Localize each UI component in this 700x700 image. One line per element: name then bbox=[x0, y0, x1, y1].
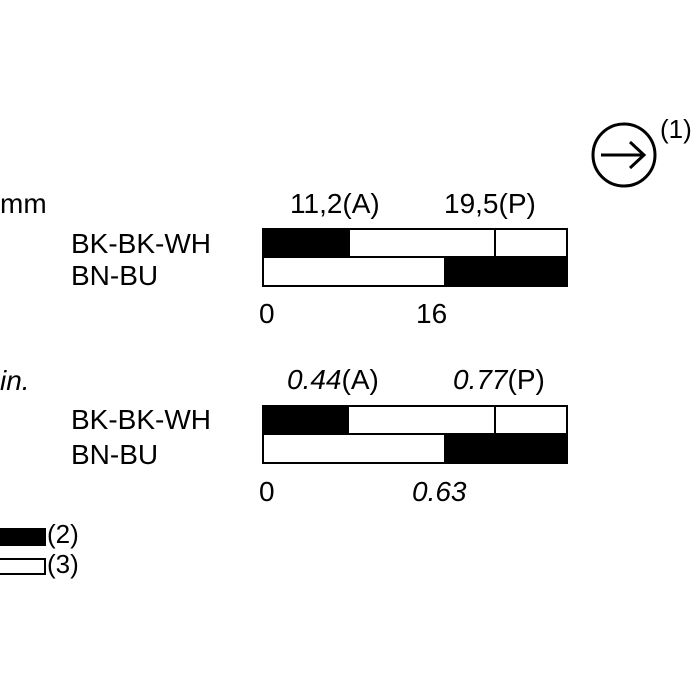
wire-label: BN-BU bbox=[71, 260, 159, 291]
marker-p-value: 0.77 bbox=[453, 364, 508, 395]
closed-segment bbox=[264, 230, 350, 256]
marker-p-mm: 19,5(P) bbox=[444, 190, 536, 218]
marker-tick bbox=[494, 230, 496, 256]
legend-open-swatch bbox=[0, 558, 46, 575]
legend-closed-swatch bbox=[0, 528, 46, 546]
marker-a-value: 0.44 bbox=[287, 364, 342, 395]
axis-start-mm: 0 bbox=[259, 298, 275, 329]
marker-a-suffix: (A) bbox=[341, 364, 379, 395]
direction-arrow-icon bbox=[591, 122, 657, 188]
axis-start-in: 0 bbox=[259, 476, 275, 507]
direction-callout: (1) bbox=[660, 114, 692, 144]
marker-p-in: 0.77(P) bbox=[453, 366, 545, 394]
marker-a-in: 0.44(A) bbox=[287, 366, 379, 394]
wire-label: BN-BU bbox=[71, 439, 159, 470]
wire-label: BK-BK-WH bbox=[71, 228, 211, 259]
closed-segment bbox=[444, 435, 566, 462]
marker-tick bbox=[494, 407, 496, 433]
marker-p-suffix: (P) bbox=[498, 188, 536, 219]
unit-label-mm: mm bbox=[0, 188, 47, 219]
closed-segment bbox=[264, 407, 349, 433]
marker-p-suffix: (P) bbox=[507, 364, 545, 395]
marker-a-mm: 11,2(A) bbox=[290, 190, 380, 218]
legend-closed-label: (2) bbox=[47, 519, 79, 549]
wire-label: BK-BK-WH bbox=[71, 404, 211, 435]
marker-p-value: 19,5 bbox=[444, 188, 499, 219]
marker-a-value: 11,2 bbox=[290, 188, 343, 219]
closed-segment bbox=[444, 258, 566, 285]
legend-open-label: (3) bbox=[47, 549, 79, 579]
switching-bar-bk-bk-wh bbox=[262, 405, 568, 435]
axis-mark-in: 0.63 bbox=[412, 476, 467, 507]
switching-bar-bn-bu bbox=[262, 256, 568, 287]
unit-label-in: in. bbox=[0, 365, 30, 396]
marker-a-suffix: (A) bbox=[342, 188, 380, 219]
switching-bar-bn-bu bbox=[262, 433, 568, 464]
axis-mark-mm: 16 bbox=[416, 298, 448, 329]
switching-bar-bk-bk-wh bbox=[262, 228, 568, 258]
